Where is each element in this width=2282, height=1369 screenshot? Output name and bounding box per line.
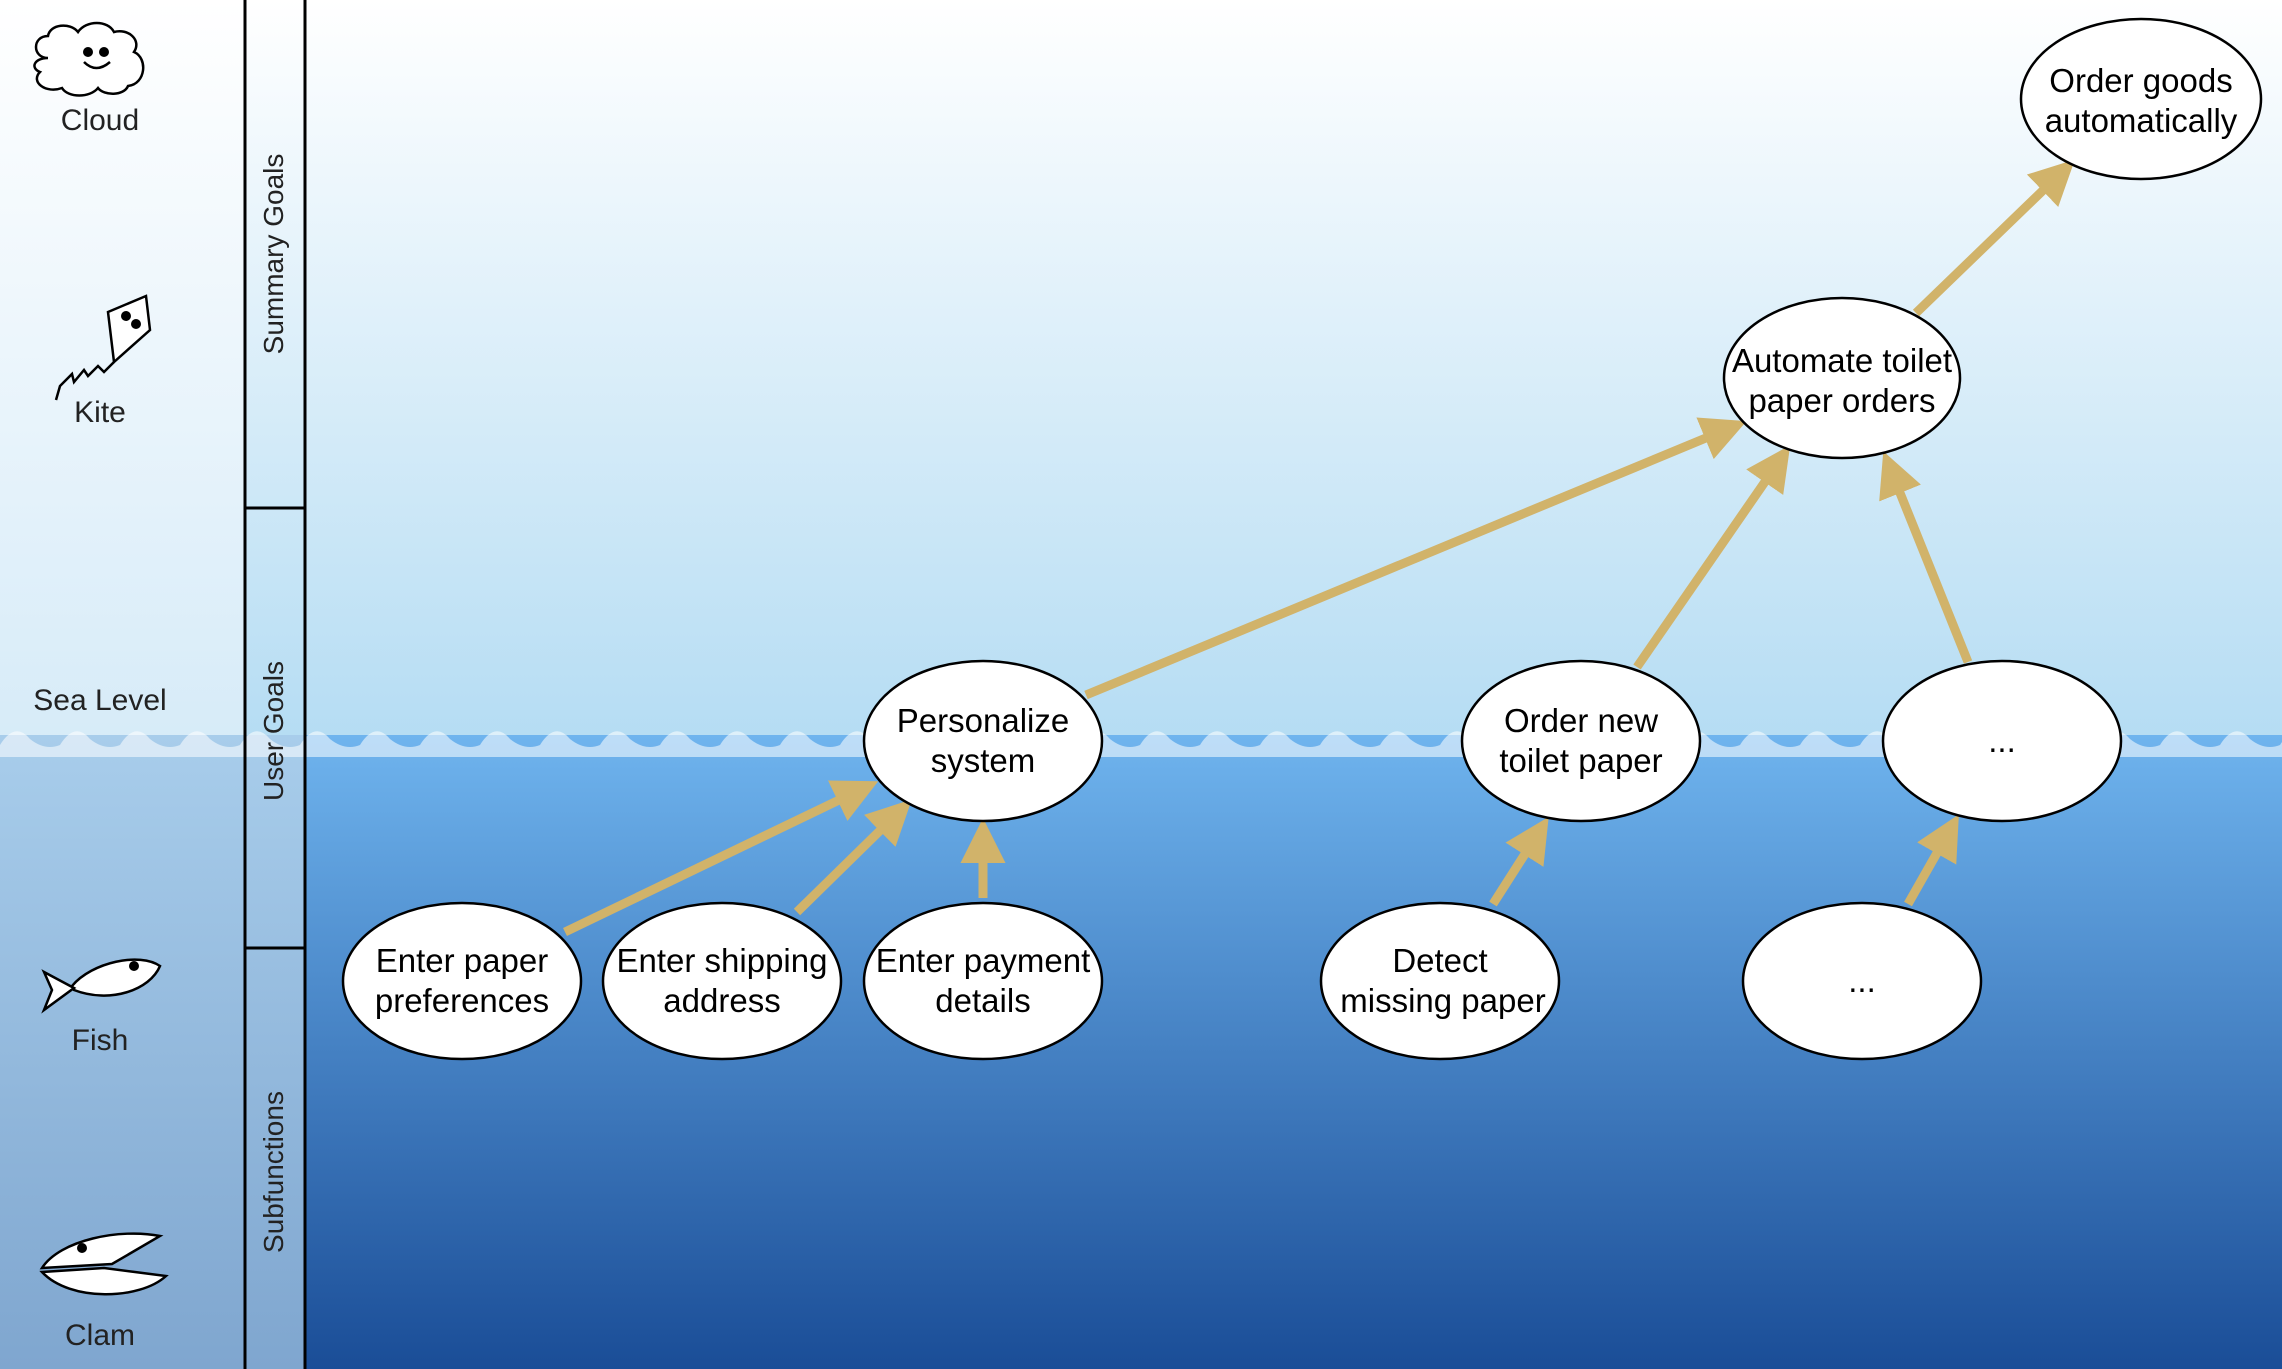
level-sea-level: Sea Level	[33, 684, 166, 717]
arrow-personalize-to-automate	[1084, 417, 1747, 700]
node-order-goods-line1: Order goods	[2049, 62, 2232, 99]
node-order-new-line1: Order new	[1504, 702, 1658, 739]
node-enter-paper-line1: Enter paper	[376, 942, 548, 979]
band-summary-goals: Summary Goals	[258, 154, 289, 355]
arrow-enter-paper-to-personalize	[563, 780, 879, 937]
arrow-enter-shipping-to-personalize	[793, 799, 912, 916]
fish-icon	[41, 958, 162, 1014]
node-enter-paper-line2: preferences	[375, 982, 549, 1019]
arrow-detect-to-order-new	[1489, 816, 1549, 907]
node-enter-payment-line2: details	[935, 982, 1030, 1019]
sea	[305, 735, 2282, 1369]
node-detect-line1: Detect	[1392, 942, 1487, 979]
node-ellipsis-user-label: ...	[1988, 722, 2016, 759]
arrow-automate-to-order-goods	[1912, 159, 2075, 317]
node-order-goods[interactable]: Order goods automatically	[2019, 17, 2263, 181]
node-enter-payment-line1: Enter payment	[876, 942, 1091, 979]
node-order-new-line2: toilet paper	[1499, 742, 1662, 779]
node-enter-shipping-line1: Enter shipping	[617, 942, 828, 979]
node-ellipsis-user[interactable]: ...	[1881, 659, 2123, 823]
node-detect[interactable]: Detect missing paper	[1319, 901, 1561, 1061]
node-personalize-line2: system	[931, 742, 1036, 779]
level-clam: Clam	[65, 1319, 135, 1352]
kite-icon	[54, 294, 152, 401]
node-order-goods-line2: automatically	[2045, 102, 2238, 139]
node-automate[interactable]: Automate toilet paper orders	[1722, 296, 1962, 460]
node-detect-line2: missing paper	[1340, 982, 1545, 1019]
cloud-icon	[33, 21, 145, 97]
node-automate-line2: paper orders	[1748, 382, 1935, 419]
arrow-ellipsis-sub-to-ellipsis-user	[1904, 814, 1959, 907]
band-user-goals: User Goals	[258, 661, 289, 801]
node-ellipsis-sub-label: ...	[1848, 962, 1876, 999]
arrow-ellipsis-to-automate	[1879, 451, 1973, 664]
band-subfunctions: Subfunctions	[258, 1091, 289, 1253]
connectors	[563, 159, 2075, 937]
node-enter-shipping-line2: address	[663, 982, 780, 1019]
node-personalize[interactable]: Personalize system	[862, 659, 1104, 823]
clam-icon	[39, 1232, 169, 1296]
node-personalize-line1: Personalize	[897, 702, 1069, 739]
node-enter-paper[interactable]: Enter paper preferences	[341, 901, 583, 1061]
arrow-order-new-to-automate	[1633, 445, 1791, 670]
node-enter-payment[interactable]: Enter payment details	[862, 901, 1104, 1061]
level-fish: Fish	[72, 1024, 129, 1057]
level-kite: Kite	[74, 396, 126, 429]
sea-level-waves	[0, 731, 2282, 757]
node-ellipsis-sub[interactable]: ...	[1741, 901, 1983, 1061]
level-cloud: Cloud	[61, 104, 139, 137]
left-sky	[0, 0, 245, 750]
node-order-new[interactable]: Order new toilet paper	[1460, 659, 1702, 823]
node-enter-shipping[interactable]: Enter shipping address	[601, 901, 843, 1061]
node-automate-line1: Automate toilet	[1732, 342, 1952, 379]
